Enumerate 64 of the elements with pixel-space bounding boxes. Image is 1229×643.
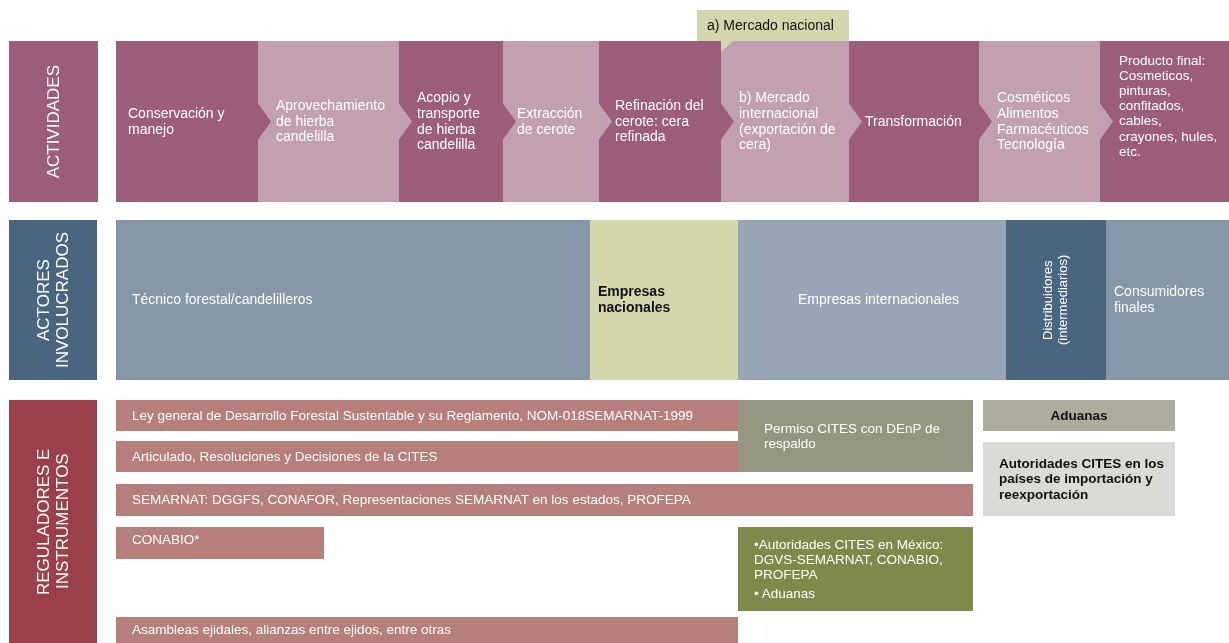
row-header <box>9 220 97 380</box>
actor-label: Técnico forestal/candelilleros <box>132 292 314 308</box>
chevron-arrow <box>849 103 862 140</box>
chevron-arrow <box>258 103 271 140</box>
activity-label: Cosméticos Alimentos Farmacéuticos Tecnología <box>997 90 1090 153</box>
activity-box <box>599 41 721 202</box>
activity-label: Conservación y manejo <box>128 105 226 138</box>
regulator-box <box>738 527 973 611</box>
activity-box <box>116 41 258 202</box>
chevron-arrow <box>399 103 412 140</box>
regulator-box <box>983 442 1175 516</box>
regulator-bar <box>116 400 738 431</box>
regulator-label: Autoridades CITES en los países de importación y reexportación <box>999 456 1166 502</box>
market-tag <box>697 10 849 41</box>
activity-box <box>1100 41 1229 202</box>
activity-label: Aprovechamiento de hierba candelilla <box>276 98 386 145</box>
tag-pointer <box>721 41 733 52</box>
chevron-arrow <box>1100 103 1113 140</box>
regulator-label: Ley general de Desarrollo Forestal Sustentable y su Reglamento, NOM-018SEMARNAT-1999 <box>132 407 695 424</box>
actor-box <box>1106 220 1229 380</box>
chevron-arrow <box>599 103 612 140</box>
regulator-label: • Aduanas <box>754 586 817 602</box>
regulator-label: CONABIO* <box>132 532 201 548</box>
regulator-box <box>983 400 1175 431</box>
activity-box <box>399 41 503 202</box>
chevron-arrow <box>979 103 992 140</box>
regulator-bar <box>116 441 738 472</box>
regulator-label: Permiso CITES con DEnP de respaldo <box>764 420 942 452</box>
activity-label: Refinación del cerote: cera refinada <box>615 98 705 145</box>
activity-box <box>258 41 399 202</box>
regulator-label: •Autoridades CITES en México: DGVS-SEMARNAT, CONABIO, PROFEPA <box>754 536 945 583</box>
chevron-arrow <box>503 103 516 140</box>
actor-label: Consumidores finales <box>1114 284 1206 316</box>
row-title: ACTIVIDADES <box>44 64 63 179</box>
regulator-label: Asambleas ejidales, alianzas entre ejidos, entre otras <box>132 622 452 638</box>
regulator-label: Articulado, Resoluciones y Decisiones de la CITES <box>132 448 439 465</box>
actor-box <box>590 220 738 380</box>
tag-label: a) Mercado nacional <box>707 17 835 34</box>
activity-label: Transformación <box>865 113 963 130</box>
actor-box <box>738 220 1006 380</box>
activity-label: b) Mercado internacional (exportación de cera) <box>739 90 837 153</box>
regulator-bar <box>116 527 324 559</box>
regulator-bar <box>116 617 738 643</box>
chevron-arrow <box>721 103 734 140</box>
actor-label: Empresas nacionales <box>598 284 672 316</box>
activity-box <box>503 41 599 202</box>
activity-label: Extracción de cerote <box>517 105 584 138</box>
actor-box <box>1006 220 1106 380</box>
actor-box <box>116 220 590 380</box>
activity-label: Acopio y transporte de hierba candelilla <box>417 90 482 153</box>
regulator-label: SEMARNAT: DGGFS, CONAFOR, Representaciones SEMARNAT en los estados, PROFEPA <box>132 492 692 508</box>
regulator-bar <box>116 484 973 516</box>
regulator-box <box>738 400 973 472</box>
activity-box <box>849 41 979 202</box>
row-header <box>9 41 98 202</box>
actor-label: Empresas internacionales <box>798 292 961 308</box>
row-title: ACTORES INVOLUCRADOS <box>33 231 73 370</box>
row-title: REGULADORES E INSTRUMENTOS <box>33 447 73 597</box>
activity-label: Producto final: Cosmeticos, pinturas, confitados, cables, crayones, hules, etc. <box>1119 53 1219 159</box>
regulator-label: Aduanas <box>1050 407 1108 424</box>
activity-box <box>979 41 1100 202</box>
activity-box <box>721 41 849 202</box>
actor-label: Distribuidores (intermediarios) <box>1041 253 1071 348</box>
row-header <box>9 400 97 643</box>
